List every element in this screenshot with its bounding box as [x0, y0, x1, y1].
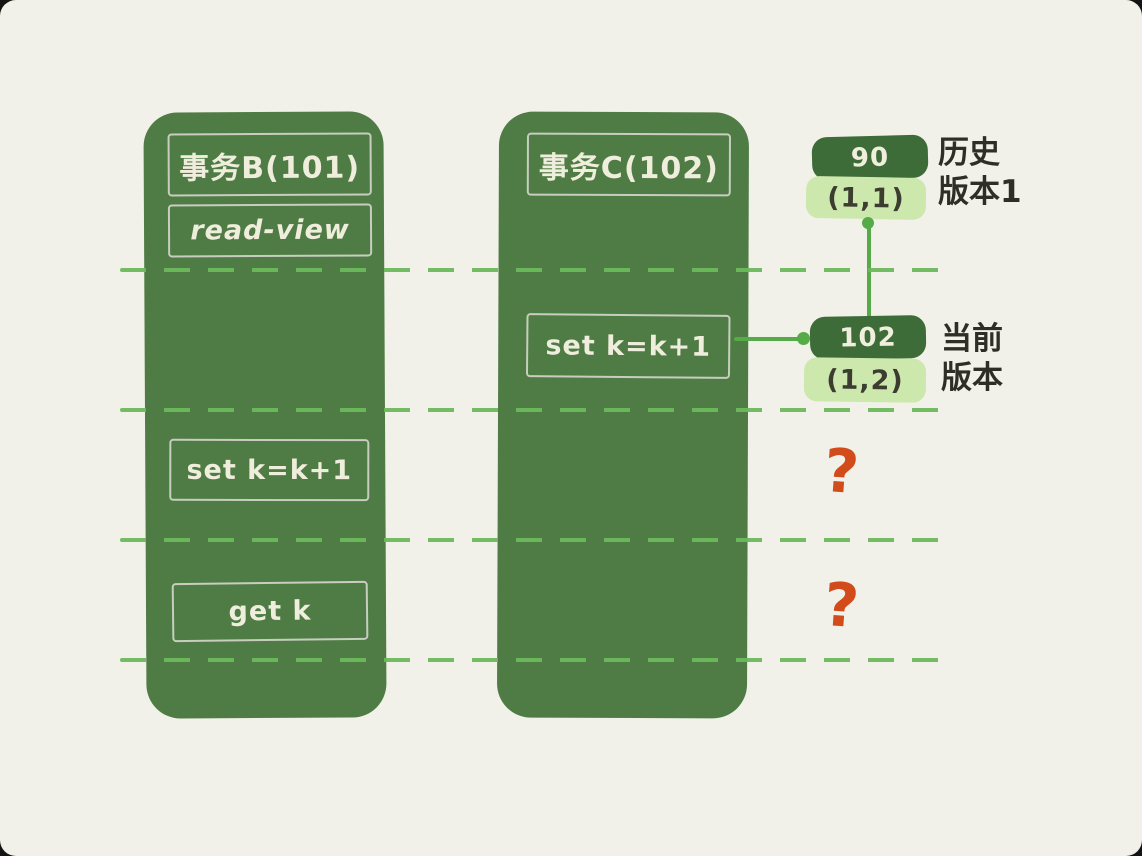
version-history-value-pill: (1,1)	[805, 175, 927, 221]
transaction-b-get-box: get k	[171, 580, 369, 643]
version-current-label-line1: 当前	[941, 321, 1003, 357]
timeline-divider-4	[120, 658, 948, 662]
transaction-b-column: 事务B(101) read-view set k=k+1 get k	[143, 111, 387, 719]
transaction-c-column: 事务C(102) set k=k+1	[496, 111, 750, 719]
set-to-version-line	[734, 337, 806, 341]
timeline-divider-2	[120, 408, 948, 412]
version-history-label: 历史 版本1	[938, 134, 1022, 212]
version-history-label-line1: 历史	[938, 135, 1000, 171]
timeline-divider-1	[120, 268, 948, 272]
transaction-c-set-box: set k=k+1	[525, 313, 731, 379]
question-mark-2: ?	[821, 569, 862, 643]
transaction-b-set-box: set k=k+1	[169, 438, 370, 502]
question-mark-1: ?	[821, 435, 862, 509]
timeline-divider-3	[120, 538, 948, 542]
transaction-b-title: 事务B(101)	[167, 132, 372, 197]
version-history-trx-pill: 90	[811, 134, 929, 181]
version-current-label: 当前 版本	[941, 320, 1003, 398]
set-to-version-dot	[797, 332, 810, 345]
version-chain-dot	[862, 217, 874, 229]
transaction-b-read-view-box: read-view	[167, 203, 373, 258]
version-current-label-line2: 版本	[941, 360, 1003, 396]
version-history-label-line2: 版本1	[938, 174, 1022, 210]
version-current-value-pill: (1,2)	[803, 357, 927, 403]
transaction-c-title: 事务C(102)	[526, 132, 731, 197]
version-current-trx-pill: 102	[809, 314, 927, 361]
